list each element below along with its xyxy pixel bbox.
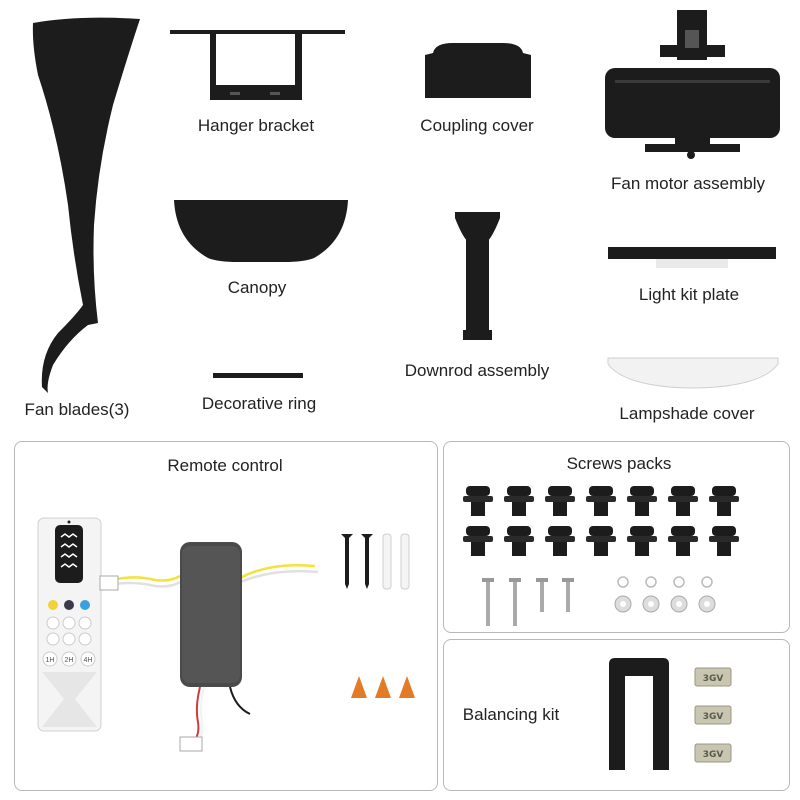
screws-grid (463, 486, 739, 626)
downrod-label: Downrod assembly (404, 361, 550, 380)
remote-control-title: Remote control (167, 456, 283, 475)
balancing-clip-illustration (609, 658, 669, 770)
fan-blades-label: Fan blades(3) (24, 400, 130, 419)
screws-packs-title: Screws packs (566, 454, 672, 473)
black-bolt (627, 486, 657, 516)
weight-label-1: 3GV (703, 674, 724, 684)
black-bolt (463, 486, 493, 516)
black-bolt (627, 526, 657, 556)
receiver-illustration (99, 542, 319, 752)
balancing-kit-title: Balancing kit (462, 705, 560, 724)
black-bolt (586, 526, 616, 556)
light-kit-plate-illustration (608, 247, 776, 268)
washer-hole (648, 601, 654, 607)
black-bolt (709, 486, 739, 516)
black-bolt (545, 486, 575, 516)
decorative-ring-label: Decorative ring (201, 394, 317, 413)
small-washer (701, 576, 713, 588)
light-kit-plate-label: Light kit plate (638, 285, 740, 304)
canopy-illustration (174, 200, 348, 262)
decorative-ring-illustration (213, 373, 303, 378)
remote-timer-4h: 4H (84, 657, 93, 664)
hanger-bracket-label: Hanger bracket (197, 116, 315, 135)
remote-timer-2h: 2H (65, 657, 74, 664)
coupling-cover-illustration (425, 43, 531, 98)
washer-hole (704, 601, 710, 607)
black-bolt (463, 526, 493, 556)
weight-label-3: 3GV (703, 750, 724, 760)
fan-motor-label: Fan motor assembly (611, 174, 765, 193)
remote-timer-1h: 1H (46, 657, 55, 664)
wire-nuts-illustration (351, 676, 415, 698)
balancing-kit-panel: Balancing kit 3GV 3GV 3GV (443, 639, 790, 791)
black-bolt (709, 526, 739, 556)
downrod-illustration (455, 212, 500, 340)
fan-motor-illustration (605, 10, 780, 159)
black-bolt (504, 486, 534, 516)
small-washer (645, 576, 657, 588)
hanger-bracket-illustration (170, 30, 345, 100)
silver-screw (482, 578, 494, 626)
balancing-weights-illustration: 3GV 3GV 3GV (694, 667, 732, 763)
remote-handset-illustration: 1H 2H 4H (37, 517, 102, 732)
screws-packs-panel: Screws packs (443, 441, 790, 633)
black-bolt (504, 526, 534, 556)
weight-label-2: 3GV (703, 712, 724, 722)
washer-hole (676, 601, 682, 607)
small-washer (617, 576, 629, 588)
canopy-label: Canopy (227, 278, 287, 297)
black-bolt (586, 486, 616, 516)
black-bolt (668, 486, 698, 516)
washer-hole (620, 601, 626, 607)
fan-blade-illustration (32, 17, 140, 394)
coupling-cover-label: Coupling cover (420, 116, 534, 135)
remote-control-panel: Remote control 1H 2H 4H (14, 441, 438, 791)
lampshade-cover-illustration (607, 357, 779, 389)
silver-screw (536, 578, 548, 612)
lampshade-cover-label: Lampshade cover (619, 404, 755, 423)
silver-screw (562, 578, 574, 612)
receiver-screws-illustration (341, 533, 410, 590)
small-washer (673, 576, 685, 588)
black-bolt (545, 526, 575, 556)
silver-screw (509, 578, 521, 626)
black-bolt (668, 526, 698, 556)
